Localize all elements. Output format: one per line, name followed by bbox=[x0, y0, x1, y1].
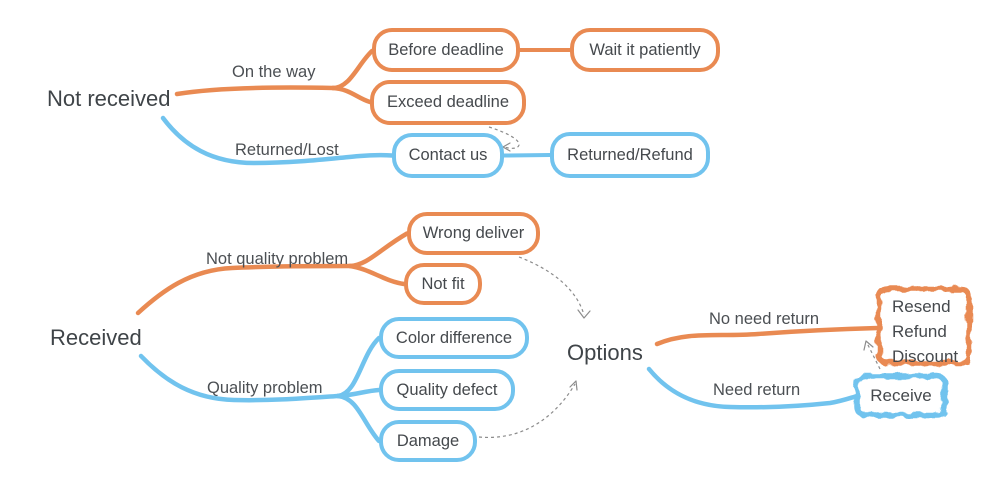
branch-line-returned-lost bbox=[160, 115, 395, 166]
arrowhead-damage-to-options bbox=[569, 380, 578, 391]
connector-contact-returned-refund bbox=[502, 153, 552, 158]
node-wrong-deliver[interactable]: Wrong deliver bbox=[407, 212, 540, 255]
branch-line-to-damage bbox=[335, 393, 382, 444]
branch-line-need-return bbox=[646, 366, 860, 410]
node-exceed-deadline[interactable]: Exceed deadline bbox=[370, 80, 526, 125]
node-resend-refund-discount-text[interactable]: Resend Refund Discount bbox=[892, 294, 958, 369]
resend-line: Resend bbox=[892, 297, 951, 316]
branch-line-to-wrong-deliver bbox=[347, 231, 410, 269]
node-box-receive[interactable] bbox=[854, 373, 948, 418]
node-returned-refund[interactable]: Returned/Refund bbox=[550, 132, 710, 178]
arrowhead-wrong-deliver-to-options bbox=[577, 309, 591, 319]
branch-line-no-need-return bbox=[654, 325, 881, 347]
branch-label-need-return[interactable]: Need return bbox=[713, 381, 801, 399]
branch-line-to-color-difference bbox=[335, 335, 382, 399]
dashed-arrow-damage-to-options bbox=[478, 383, 576, 439]
node-quality-defect[interactable]: Quality defect bbox=[379, 369, 515, 411]
branch-line-quality bbox=[138, 353, 341, 403]
branch-label-quality-problem[interactable]: Quality problem bbox=[207, 379, 323, 397]
discount-line: Discount bbox=[892, 347, 959, 366]
branch-line-not-quality bbox=[135, 263, 353, 316]
root-received[interactable]: Received bbox=[50, 325, 142, 350]
node-before-deadline[interactable]: Before deadline bbox=[372, 28, 520, 72]
node-damage[interactable]: Damage bbox=[379, 420, 477, 462]
branch-label-on-the-way[interactable]: On the way bbox=[232, 63, 316, 81]
refund-line: Refund bbox=[892, 322, 947, 341]
branch-label-not-quality-problem[interactable]: Not quality problem bbox=[206, 250, 349, 268]
branch-line-to-not-fit bbox=[347, 263, 407, 287]
branch-line-to-before-deadline bbox=[330, 48, 375, 91]
node-color-difference[interactable]: Color difference bbox=[379, 317, 529, 359]
arrowhead-exceed-to-contact bbox=[502, 142, 511, 152]
branch-line-to-exceed-deadline bbox=[330, 85, 373, 105]
root-options[interactable]: Options bbox=[567, 340, 643, 365]
node-receive-text[interactable]: Receive bbox=[870, 385, 932, 405]
node-not-fit[interactable]: Not fit bbox=[404, 263, 482, 305]
node-contact-us[interactable]: Contact us bbox=[392, 133, 504, 178]
branch-line-on-the-way bbox=[174, 85, 336, 97]
root-not-received[interactable]: Not received bbox=[47, 86, 171, 111]
dashed-arrow-receive-to-resend bbox=[866, 342, 881, 370]
node-wait-it-patiently[interactable]: Wait it patiently bbox=[570, 28, 720, 72]
node-box-resend-refund-discount[interactable] bbox=[876, 286, 972, 366]
arrowhead-receive-to-resend bbox=[863, 340, 874, 351]
branch-label-no-need-return[interactable]: No need return bbox=[709, 310, 820, 328]
dashed-arrow-wrong-deliver-to-options bbox=[518, 256, 585, 316]
branch-label-returned-lost[interactable]: Returned/Lost bbox=[235, 141, 339, 159]
dashed-arrow-exceed-to-contact bbox=[488, 126, 520, 149]
